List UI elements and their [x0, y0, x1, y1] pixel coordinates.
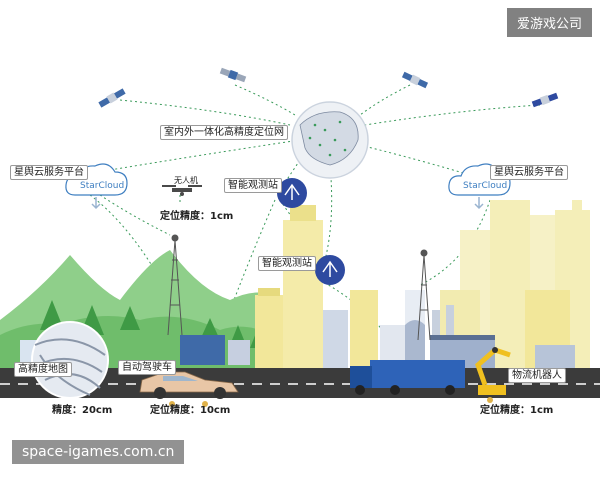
truck-icon [350, 360, 465, 395]
hd-map-label: 高精度地图 [14, 362, 72, 377]
drone-label: 无人机 [174, 176, 198, 185]
cloud-left-logo: StarCloud [80, 181, 124, 191]
link-rightcloud-tower [419, 199, 491, 286]
hd-map-accuracy: 精度：20cm [52, 405, 113, 416]
cloud-left-label: 星舆云服务平台 [10, 165, 88, 180]
robot-label: 物流机器人 [508, 368, 566, 383]
link-network-leftcloud [109, 139, 301, 171]
brand-watermark: 爱游戏公司 [506, 8, 592, 37]
station-mid-label: 智能观测站 [258, 256, 316, 271]
link-station-truck [319, 279, 396, 361]
observation-station-icon [277, 178, 307, 208]
station-top-label: 智能观测站 [224, 178, 282, 193]
observation-station-icon-2 [315, 255, 345, 285]
car-label: 自动驾驶车 [118, 360, 176, 375]
robot-accuracy: 定位精度：1cm [480, 405, 554, 416]
car-accuracy: 定位精度：10cm [150, 405, 231, 416]
drone-icon [162, 185, 202, 196]
radio-tower-icon-right [417, 249, 431, 341]
map-pin-icon [169, 397, 493, 407]
robot-arm-icon [475, 347, 511, 395]
radio-tower-icon [167, 234, 183, 336]
link-sat3-network [359, 84, 411, 116]
url-watermark: space-igames.com.cn [12, 440, 185, 464]
link-sat2-network [234, 84, 296, 116]
network-globe [291, 101, 369, 179]
network-label: 室内外一体化高精度定位网 [160, 125, 288, 140]
link-leftcloud-car [89, 194, 201, 361]
satellite-icon-4 [531, 92, 559, 108]
satellite-icon-2 [219, 67, 247, 83]
drone-accuracy: 定位精度：1cm [160, 211, 234, 222]
link-leftcloud-tower [99, 194, 171, 236]
cloud-right-label: 星舆云服务平台 [490, 165, 568, 180]
satellite-icon-3 [401, 71, 429, 89]
hd-map-illustration [31, 321, 109, 399]
cloud-right-logo: StarCloud [463, 181, 507, 191]
satellite-icon [98, 88, 126, 108]
car-icon [139, 371, 239, 399]
